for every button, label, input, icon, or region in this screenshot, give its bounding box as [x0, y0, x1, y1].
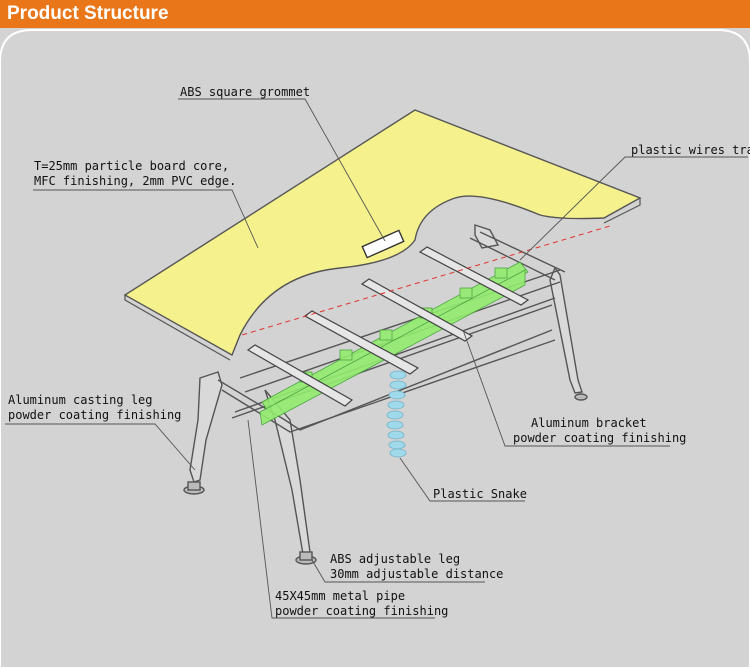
header-bar: Product Structure [0, 0, 750, 28]
leader-lines [5, 98, 748, 619]
board-line-2: MFC finishing, 2mm PVC edge. [34, 174, 237, 188]
adj-leg-line-2: 30mm adjustable distance [330, 567, 504, 581]
wires-tray-text: plastic wires tray [631, 143, 750, 157]
bracket-line-1: Aluminum bracket [531, 416, 647, 430]
leader-tray [519, 156, 748, 261]
tabletop [123, 109, 642, 357]
pipe-line-1: 45X45mm metal pipe [275, 589, 406, 603]
leader-adj-leg [311, 559, 485, 583]
label-board: T=25mm particle board core, MFC finishin… [34, 159, 236, 189]
leg-front-left [189, 371, 223, 483]
pipe-line-2: powder coating finishing [275, 604, 449, 618]
casting-leg-line-1: Aluminum casting leg [8, 393, 153, 407]
label-grommet: ABS square grommet [180, 85, 310, 100]
label-wires-tray: plastic wires tray [631, 143, 750, 158]
label-pipe: 45X45mm metal pipe powder coating finish… [275, 589, 448, 619]
brackets [246, 246, 530, 407]
label-adj-leg: ABS adjustable leg 30mm adjustable dista… [330, 552, 503, 582]
leader-grommet [178, 98, 386, 242]
bracket-2 [303, 310, 420, 375]
frame [183, 224, 588, 565]
casting-leg-line-2: powder coating finishing [8, 408, 182, 422]
leader-pipe [247, 419, 435, 619]
bracket-line-2: powder coating finishing [513, 431, 687, 445]
bracket-1 [246, 344, 354, 407]
label-bracket: Aluminum bracket powder coating finishin… [513, 416, 686, 446]
label-snake: Plastic Snake [433, 487, 527, 502]
grommet-text: ABS square grommet [180, 85, 311, 99]
grommet [361, 229, 405, 259]
leader-casting-leg [5, 423, 196, 471]
page-title: Product Structure [7, 3, 169, 24]
leader-bracket [462, 329, 670, 447]
adj-leg-line-1: ABS adjustable leg [330, 552, 461, 566]
bracket-3 [360, 278, 474, 342]
leader-snake [399, 457, 525, 502]
board-line-1: T=25mm particle board core, [34, 159, 230, 173]
leg-back-right [549, 266, 583, 394]
center-dashed-line [224, 225, 611, 341]
leader-board [33, 189, 259, 249]
label-casting-leg: Aluminum casting leg powder coating fini… [8, 393, 181, 423]
snake-text: Plastic Snake [433, 487, 527, 501]
bracket-4 [418, 246, 530, 306]
plastic-snake [386, 370, 407, 458]
